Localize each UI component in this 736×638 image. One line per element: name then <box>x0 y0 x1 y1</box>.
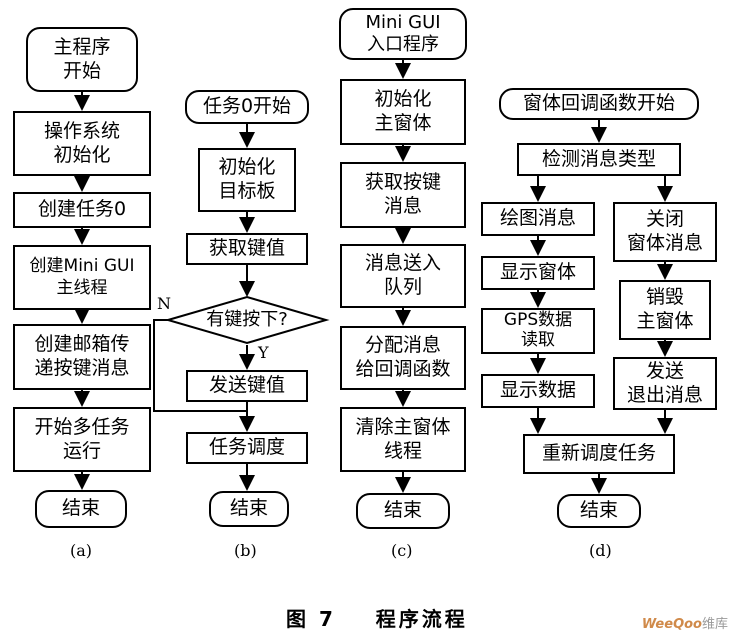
node-a-os-init: 操作系统 初始化 <box>13 111 151 176</box>
node-b-decision-label: 有键按下? <box>206 308 288 330</box>
node-c-entry: Mini GUI 入口程序 <box>339 8 467 60</box>
node-d-destroy-window: 销毁 主窗体 <box>619 280 711 340</box>
watermark-logo: WeeQoo维库 <box>642 613 728 632</box>
node-b-init-board: 初始化 目标板 <box>198 148 296 212</box>
figure-caption: 图 7 程序流程 <box>286 607 468 631</box>
node-d-draw-msg: 绘图消息 <box>481 202 595 236</box>
node-a-end: 结束 <box>35 490 127 528</box>
watermark-brand: WeeQoo <box>641 617 702 632</box>
branch-label-yes: Y <box>258 343 269 362</box>
watermark-suffix: 维库 <box>701 617 728 632</box>
node-b-schedule: 任务调度 <box>186 432 308 464</box>
sublabel-b: (b) <box>234 541 257 560</box>
node-d-gps-read: GPS数据 读取 <box>481 308 595 354</box>
node-a-start-multitask: 开始多任务 运行 <box>13 407 151 472</box>
sublabel-a: (a) <box>70 541 93 560</box>
node-c-dispatch-msg: 分配消息 给回调函数 <box>340 326 466 390</box>
node-c-msg-queue: 消息送入 队列 <box>340 244 466 308</box>
node-d-start: 窗体回调函数开始 <box>499 88 699 120</box>
node-d-end: 结束 <box>557 494 641 528</box>
node-b-end: 结束 <box>209 491 289 527</box>
sublabel-c: (c) <box>391 541 413 560</box>
decision-b-diamond <box>164 295 330 345</box>
node-d-show-data: 显示数据 <box>481 374 595 408</box>
node-a-start: 主程序 开始 <box>26 27 138 92</box>
node-d-show-window: 显示窗体 <box>481 256 595 290</box>
node-d-send-exit: 发送 退出消息 <box>613 357 717 410</box>
node-a-create-gui-thread: 创建Mini GUI 主线程 <box>13 245 151 310</box>
node-c-init-window: 初始化 主窗体 <box>340 79 466 145</box>
node-b-get-key: 获取键值 <box>186 233 308 265</box>
node-c-get-key-msg: 获取按键 消息 <box>340 162 466 228</box>
node-b-send-key: 发送键值 <box>186 370 308 402</box>
node-a-create-task0: 创建任务0 <box>13 192 151 228</box>
arrow-b-no-branch <box>153 319 247 412</box>
node-a-create-mailbox: 创建邮箱传 递按键消息 <box>13 324 151 390</box>
node-b-start: 任务0开始 <box>185 90 309 124</box>
branch-label-no: N <box>157 294 171 313</box>
node-d-close-msg: 关闭 窗体消息 <box>613 202 717 262</box>
node-c-end: 结束 <box>356 493 450 529</box>
node-d-reschedule: 重新调度任务 <box>523 434 675 474</box>
sublabel-d: (d) <box>589 541 612 560</box>
node-d-detect-type: 检测消息类型 <box>517 143 681 176</box>
node-c-clear-thread: 清除主窗体 线程 <box>340 407 466 472</box>
